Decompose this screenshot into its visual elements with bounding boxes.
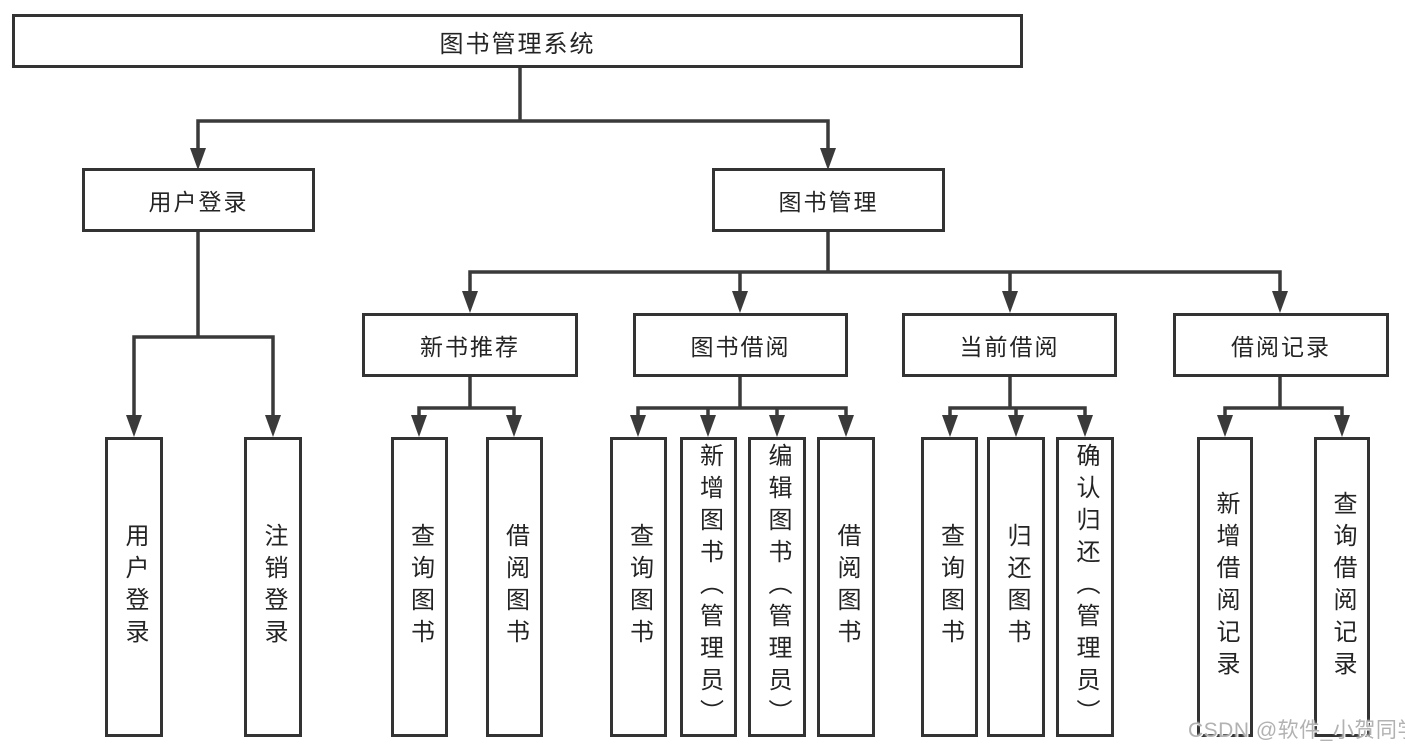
node-current-borrow: 当前借阅: [902, 313, 1117, 377]
node-borrow-record: 借阅记录: [1173, 313, 1389, 377]
leaf-borrow-edit-books: 编辑图书（管理员）: [748, 437, 806, 737]
leaf-borrow-borrow-books: 借阅图书: [817, 437, 875, 737]
node-root: 图书管理系统: [12, 14, 1023, 68]
leaf-current-return-books: 归还图书: [987, 437, 1045, 737]
leaf-borrow-query-books: 查询图书: [610, 437, 667, 737]
node-user-login: 用户登录: [82, 168, 315, 232]
node-new-book-rec: 新书推荐: [362, 313, 578, 377]
leaf-user-login: 用户登录: [105, 437, 163, 737]
leaf-newbook-borrow-books: 借阅图书: [486, 437, 543, 737]
leaf-current-query-books: 查询图书: [921, 437, 978, 737]
leaf-logout-login: 注销登录: [244, 437, 302, 737]
leaf-current-confirm-return: 确认归还（管理员）: [1056, 437, 1114, 737]
node-book-borrow: 图书借阅: [633, 313, 848, 377]
leaf-newbook-query-books: 查询图书: [391, 437, 448, 737]
leaf-record-query: 查询借阅记录: [1314, 437, 1370, 737]
leaf-record-add: 新增借阅记录: [1197, 437, 1253, 737]
leaf-borrow-add-books: 新增图书（管理员）: [680, 437, 737, 737]
node-book-mgmt: 图书管理: [712, 168, 945, 232]
csdn-watermark: CSDN @软件_小贺同学: [1188, 719, 1405, 742]
